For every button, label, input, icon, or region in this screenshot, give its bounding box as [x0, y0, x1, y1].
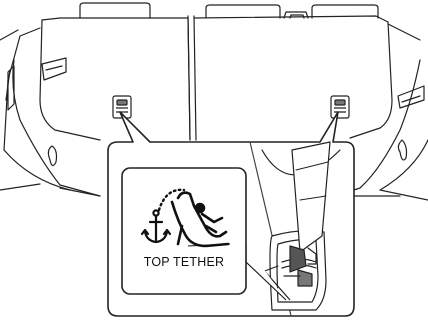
- top-tether-label: TOP TETHER: [125, 255, 243, 269]
- tether-anchor-right: [331, 96, 349, 118]
